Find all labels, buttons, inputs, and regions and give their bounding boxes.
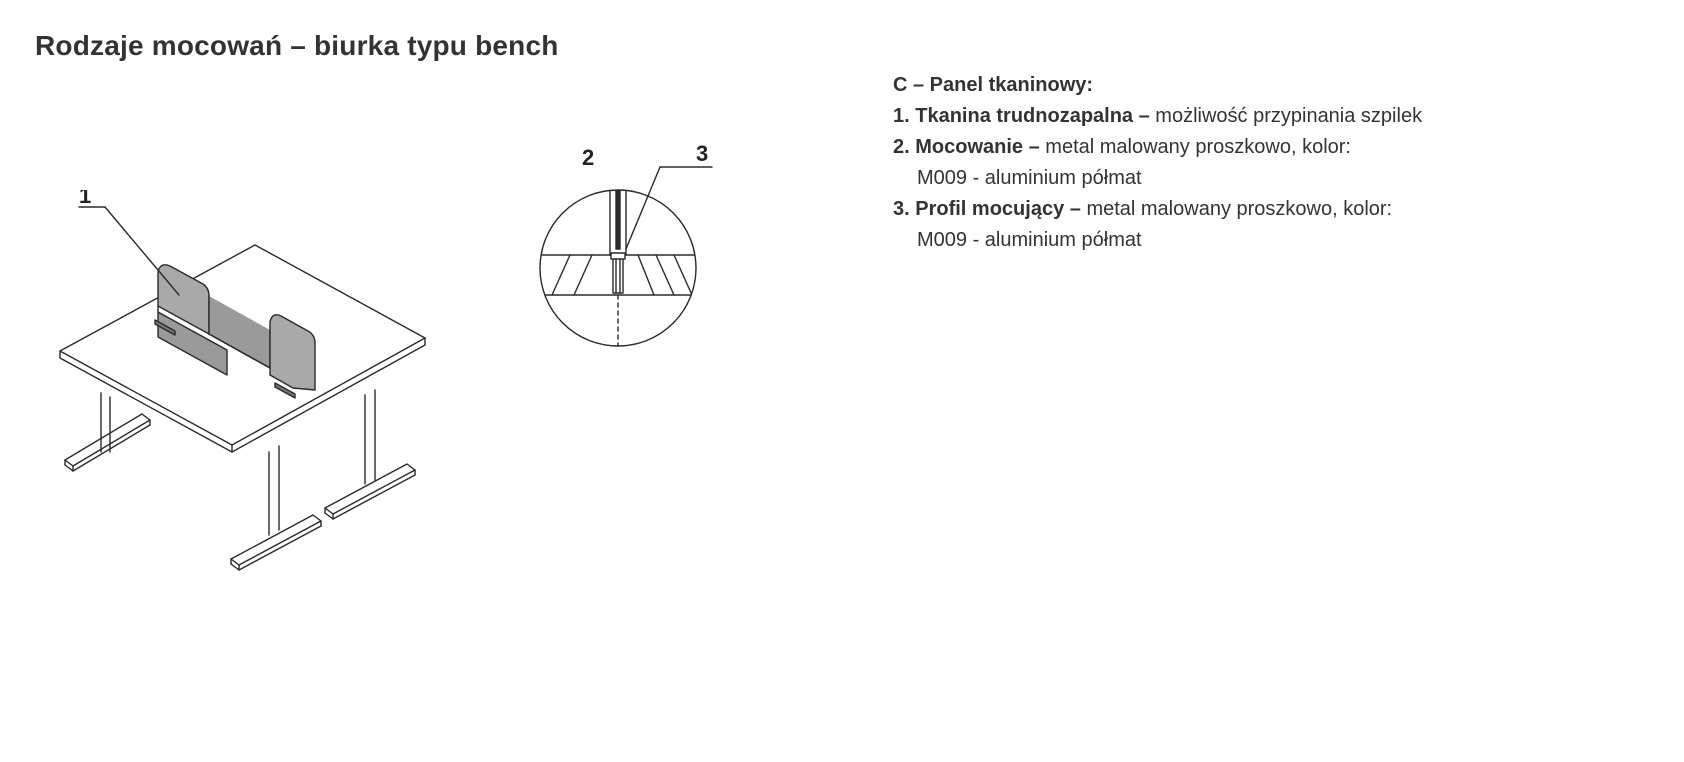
callout-2: 2 <box>582 145 594 170</box>
mounting-detail-illustration: 2 3 <box>539 145 713 347</box>
spec-item-description: możliwość przypinania szpilek <box>1155 105 1423 127</box>
spec-item-continuation: M009 - aluminium półmat <box>917 167 1142 189</box>
spec-item-number: 2. <box>893 136 910 158</box>
bench-desk-illustration: 1 <box>59 190 426 571</box>
spec-item-continuation: M009 - aluminium półmat <box>917 229 1142 251</box>
spec-item-number: 1. <box>893 105 910 127</box>
spec-item-description: metal malowany proszkowo, kolor: <box>1086 198 1393 220</box>
spec-item-2: 2. Mocowanie – metal malowany proszkowo,… <box>893 132 1613 194</box>
callout-1: 1 <box>79 190 91 208</box>
detail-circle <box>539 189 697 347</box>
desk-leg-back-left <box>64 392 151 472</box>
callout-3: 3 <box>696 145 708 166</box>
desk-leg-back-right <box>324 389 416 520</box>
fabric-panel <box>154 264 316 399</box>
spec-item-description: metal malowany proszkowo, kolor: <box>1045 136 1351 158</box>
spec-panel: C – Panel tkaninowy: 1. Tkanina trudnoza… <box>893 70 1613 256</box>
spec-item-term: Tkanina trudnozapalna – <box>915 105 1150 127</box>
spec-item-1: 1. Tkanina trudnozapalna – możliwość prz… <box>893 101 1613 132</box>
spec-item-term: Profil mocujący – <box>915 198 1081 220</box>
spec-heading: C – Panel tkaninowy: <box>893 74 1094 96</box>
desk-leg-front <box>230 445 322 571</box>
spec-item-term: Mocowanie – <box>915 136 1040 158</box>
page-title: Rodzaje mocowań – biurka typu bench <box>35 30 559 61</box>
spec-item-number: 3. <box>893 198 910 220</box>
spec-item-3: 3. Profil mocujący – metal malowany pros… <box>893 194 1613 256</box>
